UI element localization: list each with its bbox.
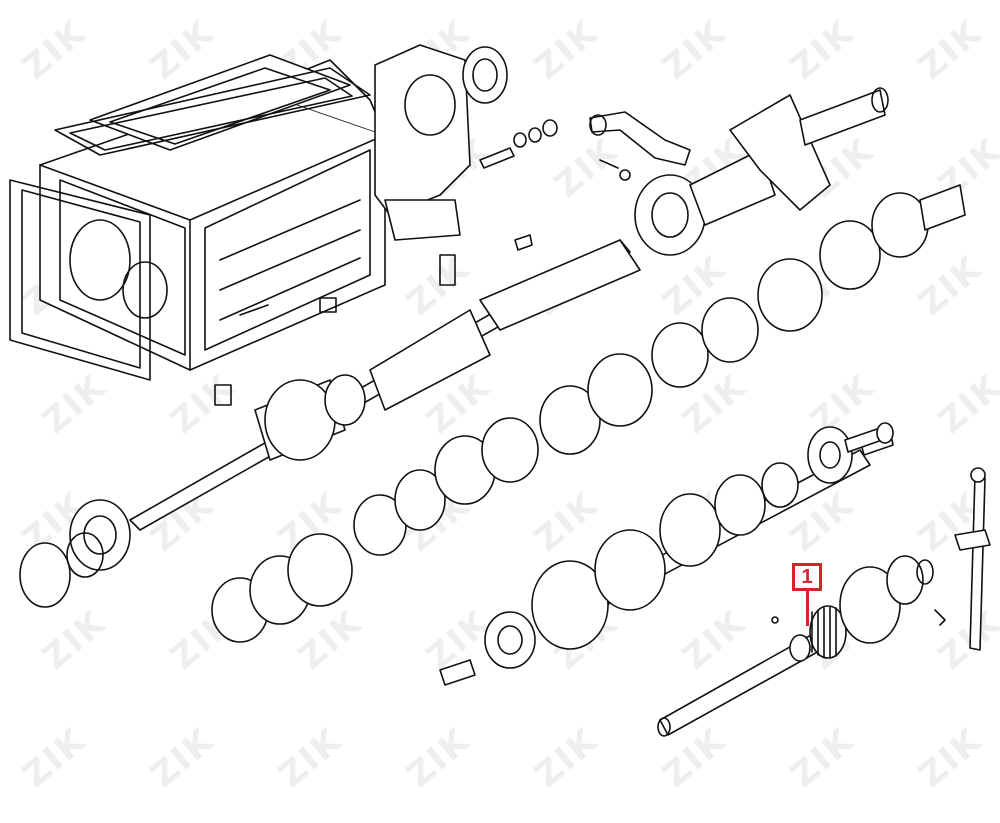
- input-bearing: [19, 499, 131, 608]
- callout-1-box[interactable]: 1: [792, 563, 822, 591]
- selector-rod: [954, 467, 991, 651]
- main-shaft: [129, 87, 889, 531]
- oil-seal: [462, 46, 508, 104]
- gear-cluster: [211, 184, 966, 643]
- top-gasket: [54, 67, 371, 156]
- rear-extension: [374, 44, 471, 241]
- callout-1-leader: [806, 590, 809, 626]
- reverse-idler-shaft: [657, 555, 946, 737]
- housing-gasket: [9, 179, 151, 381]
- layshaft: [439, 426, 894, 686]
- callout-1-label: 1: [801, 566, 813, 588]
